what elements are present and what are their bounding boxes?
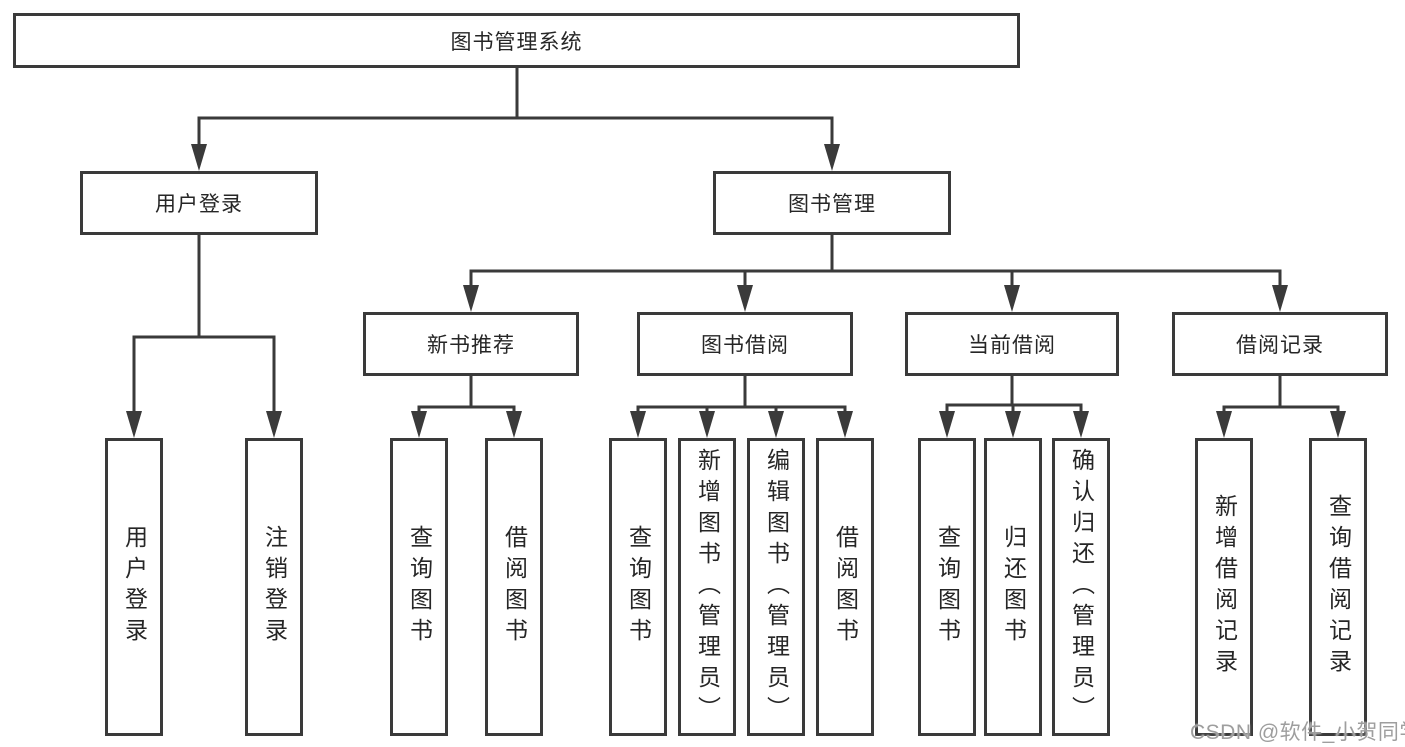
node-label: 图书管理 <box>788 193 876 216</box>
node-leaf-edit-book-admin: 编辑图书（管理员） <box>747 438 805 736</box>
arrowhead-icon <box>768 411 784 438</box>
node-leaf-user-login: 用户登录 <box>105 438 163 736</box>
node-user-login-module: 用户登录 <box>80 171 318 235</box>
arrowhead-icon <box>266 411 282 438</box>
node-label: 编辑图书（管理员） <box>763 447 790 727</box>
node-root-system: 图书管理系统 <box>13 13 1020 68</box>
arrowhead-icon <box>1272 285 1288 312</box>
node-label: 用户登录 <box>155 193 243 216</box>
node-label: 归还图书 <box>1000 525 1027 649</box>
node-new-book-recommend: 新书推荐 <box>363 312 579 376</box>
arrowhead-icon <box>699 411 715 438</box>
arrowhead-icon <box>191 144 207 171</box>
watermark: CSDN @软件_小贺同学 <box>1190 721 1405 744</box>
node-label: 图书借阅 <box>701 334 789 357</box>
node-leaf-logout: 注销登录 <box>245 438 303 736</box>
node-borrowing-records: 借阅记录 <box>1172 312 1388 376</box>
node-label: 查询借阅记录 <box>1325 494 1352 680</box>
node-label: 确认归还（管理员） <box>1068 447 1095 727</box>
arrowhead-icon <box>1004 285 1020 312</box>
node-label: 查询图书 <box>934 525 961 649</box>
node-current-borrowing: 当前借阅 <box>905 312 1119 376</box>
arrowhead-icon <box>837 411 853 438</box>
node-label: 借阅记录 <box>1236 334 1324 357</box>
node-leaf-query-books-cur: 查询图书 <box>918 438 976 736</box>
arrowhead-icon <box>1216 411 1232 438</box>
arrowhead-icon <box>411 411 427 438</box>
arrowhead-icon <box>824 144 840 171</box>
node-leaf-return-book: 归还图书 <box>984 438 1042 736</box>
node-label: 用户登录 <box>121 525 148 649</box>
node-label: 查询图书 <box>406 525 433 649</box>
node-label: 新书推荐 <box>427 334 515 357</box>
node-leaf-add-book-admin: 新增图书（管理员） <box>678 438 736 736</box>
node-label: 查询图书 <box>625 525 652 649</box>
arrowhead-icon <box>126 411 142 438</box>
node-leaf-query-books-bor: 查询图书 <box>609 438 667 736</box>
node-leaf-add-borrow-record: 新增借阅记录 <box>1195 438 1253 736</box>
node-book-management: 图书管理 <box>713 171 951 235</box>
node-leaf-borrow-books-bor: 借阅图书 <box>816 438 874 736</box>
arrowhead-icon <box>1330 411 1346 438</box>
arrowhead-icon <box>506 411 522 438</box>
arrowhead-icon <box>630 411 646 438</box>
node-leaf-borrow-books-rec: 借阅图书 <box>485 438 543 736</box>
arrowhead-icon <box>1073 411 1089 438</box>
node-label: 图书管理系统 <box>450 30 583 54</box>
arrowhead-icon <box>939 411 955 438</box>
node-leaf-confirm-return: 确认归还（管理员） <box>1052 438 1110 736</box>
node-leaf-query-books-rec: 查询图书 <box>390 438 448 736</box>
arrowhead-icon <box>1005 411 1021 438</box>
arrowhead-icon <box>737 285 753 312</box>
node-label: 新增图书（管理员） <box>694 447 721 727</box>
node-leaf-query-borrow-record: 查询借阅记录 <box>1309 438 1367 736</box>
node-label: 新增借阅记录 <box>1211 494 1238 680</box>
node-label: 借阅图书 <box>832 525 859 649</box>
node-label: 注销登录 <box>261 525 288 649</box>
node-label: 当前借阅 <box>968 334 1056 357</box>
node-label: 借阅图书 <box>501 525 528 649</box>
node-book-borrowing: 图书借阅 <box>637 312 853 376</box>
arrowhead-icon <box>463 285 479 312</box>
